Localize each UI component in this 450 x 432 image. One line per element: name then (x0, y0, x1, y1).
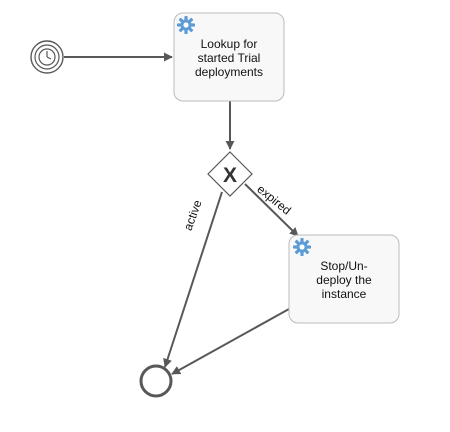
sequence-flows (64, 52, 299, 375)
gear-icon (293, 238, 311, 256)
flow-stop-to-end[interactable] (171, 308, 290, 375)
exclusive-gateway[interactable]: X (207, 151, 253, 197)
gear-icon (177, 16, 195, 34)
flow-gateway-to-stop[interactable] (244, 183, 299, 237)
task-stop-undeploy-instance[interactable] (288, 234, 400, 324)
end-event[interactable] (139, 364, 173, 398)
timer-start-event[interactable] (30, 40, 64, 74)
flow-gateway-to-end[interactable] (163, 191, 223, 368)
task-lookup-trial-deployments[interactable] (173, 12, 285, 102)
gateway-marker: X (223, 164, 237, 187)
clock-icon (38, 48, 56, 66)
